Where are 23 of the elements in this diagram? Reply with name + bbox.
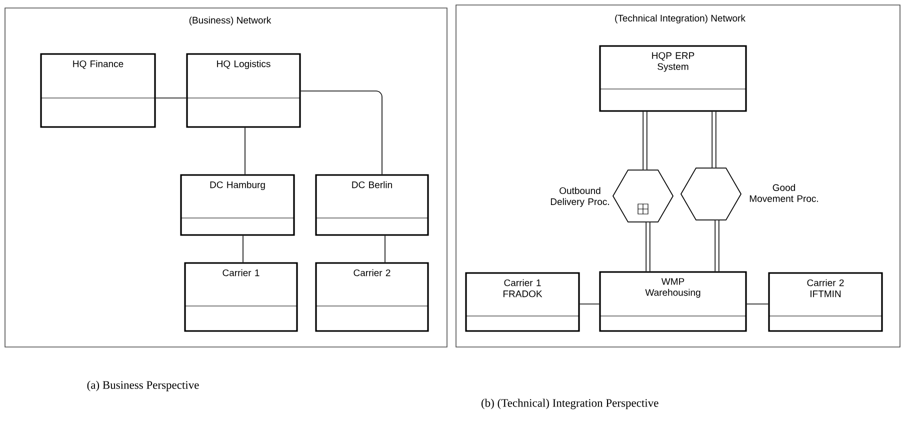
system-box: Carrier 1 FRADOK [465, 272, 580, 332]
node-label: Outbound Delivery Proc. [550, 187, 609, 207]
caption: (a) Business Perspective [87, 380, 199, 392]
system-box: WMP Warehousing [599, 271, 747, 332]
connector-line [646, 222, 650, 272]
node-label: Good Movement Proc. [750, 184, 818, 202]
connector-line [242, 235, 244, 263]
connector-line [642, 112, 648, 170]
connector-line [244, 127, 246, 175]
system-box: HQP ERP System [599, 45, 747, 112]
connector-line [712, 112, 716, 168]
system-box: HQ Finance [40, 53, 156, 128]
system-box: Carrier 1 [184, 262, 298, 332]
process-hexagon: Good Movement Proc. [680, 168, 818, 220]
connector-line [714, 220, 720, 272]
caption: (b) (Technical) Integration Perspective [482, 398, 658, 410]
system-box: HQ Logistics [186, 53, 301, 128]
connector-line [300, 90, 382, 175]
system-box: Carrier 2 [315, 262, 429, 332]
system-box: Carrier 2 IFTMIN [768, 272, 883, 332]
connector-line [384, 235, 386, 263]
system-box: DC Hamburg [180, 174, 295, 236]
system-box: DC Berlin [315, 174, 429, 236]
